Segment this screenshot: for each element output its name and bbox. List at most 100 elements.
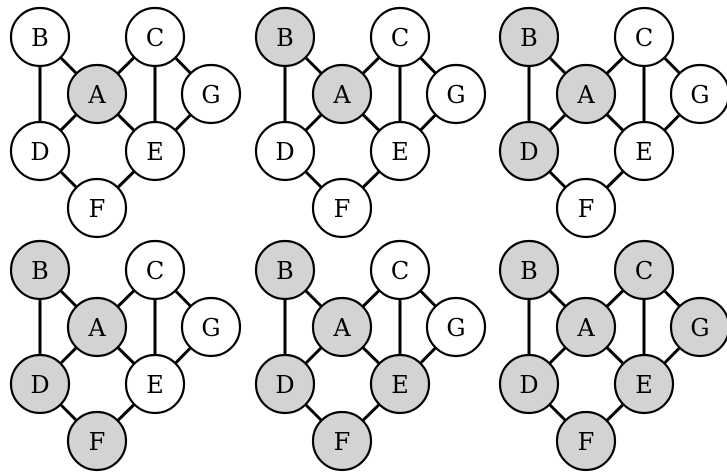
node-c: C <box>613 6 675 68</box>
node-label: G <box>201 314 220 342</box>
node-b: B <box>254 239 316 301</box>
node-circle <box>124 6 186 68</box>
node-label: B <box>31 24 49 52</box>
node-circle <box>613 6 675 68</box>
node-a: A <box>555 296 617 358</box>
node-label: B <box>520 257 538 285</box>
node-circle <box>254 6 316 68</box>
node-label: A <box>332 81 351 109</box>
node-circle <box>669 63 727 125</box>
node-e: E <box>613 120 675 182</box>
node-d: D <box>254 353 316 415</box>
node-g: G <box>425 63 487 125</box>
panel-5: A B C D EF G <box>254 239 487 472</box>
node-label: F <box>334 428 351 456</box>
node-circle <box>555 410 617 472</box>
node-label: G <box>690 314 709 342</box>
node-a: A <box>555 63 617 125</box>
node-circle <box>425 63 487 125</box>
node-circle <box>311 177 373 239</box>
node-g: G <box>669 63 727 125</box>
node-circle <box>66 296 128 358</box>
node-d: D <box>254 120 316 182</box>
node-f: F <box>66 410 128 472</box>
node-circle <box>254 353 316 415</box>
node-circle <box>66 177 128 239</box>
node-e: E <box>369 120 431 182</box>
node-b: B <box>498 6 560 68</box>
node-label: A <box>87 314 106 342</box>
node-e: E <box>369 353 431 415</box>
node-b: B <box>254 6 316 68</box>
node-d: D <box>9 353 71 415</box>
node-label: E <box>146 371 164 399</box>
node-circle <box>311 410 373 472</box>
node-label: E <box>146 138 164 166</box>
node-circle <box>498 6 560 68</box>
node-a: A <box>311 63 373 125</box>
node-label: G <box>446 314 465 342</box>
node-label: C <box>635 24 653 52</box>
node-label: D <box>519 371 538 399</box>
node-label: C <box>635 257 653 285</box>
node-circle <box>425 296 487 358</box>
node-label: E <box>635 371 653 399</box>
panel-1: A B C D E F G <box>9 6 242 239</box>
node-circle <box>555 177 617 239</box>
node-c: C <box>369 239 431 301</box>
node-circle <box>66 63 128 125</box>
node-circle <box>369 353 431 415</box>
node-label: F <box>89 195 106 223</box>
node-label: B <box>520 24 538 52</box>
node-label: G <box>446 81 465 109</box>
node-d: D <box>498 120 560 182</box>
node-circle <box>613 239 675 301</box>
node-label: A <box>87 81 106 109</box>
node-label: F <box>334 195 351 223</box>
node-d: D <box>9 120 71 182</box>
node-label: G <box>690 81 709 109</box>
node-g: G <box>425 296 487 358</box>
node-circle <box>555 63 617 125</box>
node-b: B <box>9 6 71 68</box>
node-f: F <box>555 410 617 472</box>
node-e: E <box>124 120 186 182</box>
node-e: E <box>613 353 675 415</box>
node-f: F <box>311 410 373 472</box>
node-circle <box>9 120 71 182</box>
node-label: F <box>578 428 595 456</box>
node-circle <box>180 63 242 125</box>
node-b: B <box>9 239 71 301</box>
node-label: B <box>276 257 294 285</box>
node-circle <box>369 6 431 68</box>
node-f: F <box>66 177 128 239</box>
node-circle <box>498 239 560 301</box>
node-label: D <box>275 371 294 399</box>
node-label: A <box>332 314 351 342</box>
node-c: C <box>124 239 186 301</box>
node-circle <box>9 6 71 68</box>
node-f: F <box>311 177 373 239</box>
node-label: D <box>519 138 538 166</box>
node-circle <box>498 353 560 415</box>
node-g: G <box>180 296 242 358</box>
node-label: C <box>146 24 164 52</box>
panel-6: AB C D E F G <box>498 239 727 472</box>
node-circle <box>180 296 242 358</box>
node-a: A <box>66 63 128 125</box>
node-circle <box>124 353 186 415</box>
node-circle <box>311 296 373 358</box>
node-circle <box>66 410 128 472</box>
node-d: D <box>498 353 560 415</box>
node-label: A <box>576 81 595 109</box>
node-circle <box>124 239 186 301</box>
node-circle <box>369 239 431 301</box>
node-e: E <box>124 353 186 415</box>
node-a: A <box>311 296 373 358</box>
node-label: G <box>201 81 220 109</box>
node-label: B <box>276 24 294 52</box>
